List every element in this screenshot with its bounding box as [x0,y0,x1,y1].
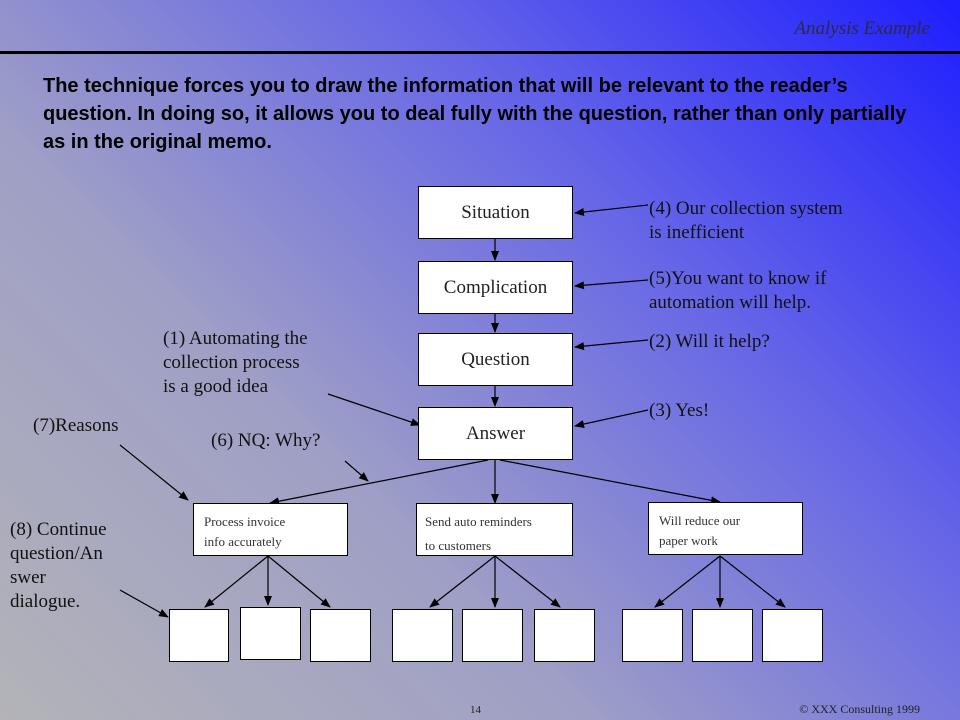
note-2-will-it-help: (2) Will it help? [649,331,770,352]
arrow-note7 [119,444,189,501]
note-7-reasons: (7)Reasons [33,415,119,436]
complication-label: Complication [443,276,548,298]
note-5-automation-help: (5)You want to know if automation will h… [649,268,827,313]
reason-box-paper-work: Will reduce our paper work [648,502,803,555]
answer-box: Answer [418,407,573,460]
question-label: Question [461,348,530,370]
leaf-box [462,609,523,662]
leaf-box [692,609,753,662]
complication-box: Complication [418,261,573,314]
slide-header-title: Analysis Example [794,18,930,39]
arrow-answer-reason1 [269,459,489,506]
question-box: Question [418,333,573,386]
arrow-note5 [574,279,649,290]
reason-box-auto-reminders: Send auto reminders to customers [416,503,573,556]
arrow-note8 [119,589,169,618]
answer-label: Answer [465,422,526,444]
reason-box-process-invoice: Process invoice info accurately [193,503,348,556]
leaf-box [534,609,595,662]
note-3-yes: (3) Yes! [649,400,710,421]
leaf-box [310,609,371,662]
copyright-notice: © XXX Consulting 1999 [799,702,920,716]
arrow-note6 [344,460,369,482]
header-divider [0,51,960,54]
leaf-box [240,607,301,660]
situation-label: Situation [461,201,530,223]
leaf-box [762,609,823,662]
note-1-automating-good-idea: (1) Automating the collection process is… [163,328,308,397]
note-4-collection-inefficient: (4) Our collection system is inefficient [649,198,843,243]
arrow-note1 [327,393,421,426]
leaf-box [392,609,453,662]
reason-label: Send auto reminders to customers [425,514,532,553]
arrow-note2 [574,339,649,351]
arrow-note3 [574,409,649,428]
situation-box: Situation [418,186,573,239]
reason-label: Process invoice info accurately [204,514,286,549]
note-6-nq-why: (6) NQ: Why? [211,430,321,451]
arrow-answer-reason3 [499,459,721,505]
leaf-box [169,609,229,662]
reason-label: Will reduce our paper work [659,513,741,548]
note-8-continue-dialogue: (8) Continue question/An swer dialogue. [10,519,107,612]
intro-paragraph: The technique forces you to draw the inf… [43,75,907,153]
page-number: 14 [470,704,481,716]
leaf-box [622,609,683,662]
arrow-note4 [574,204,649,216]
